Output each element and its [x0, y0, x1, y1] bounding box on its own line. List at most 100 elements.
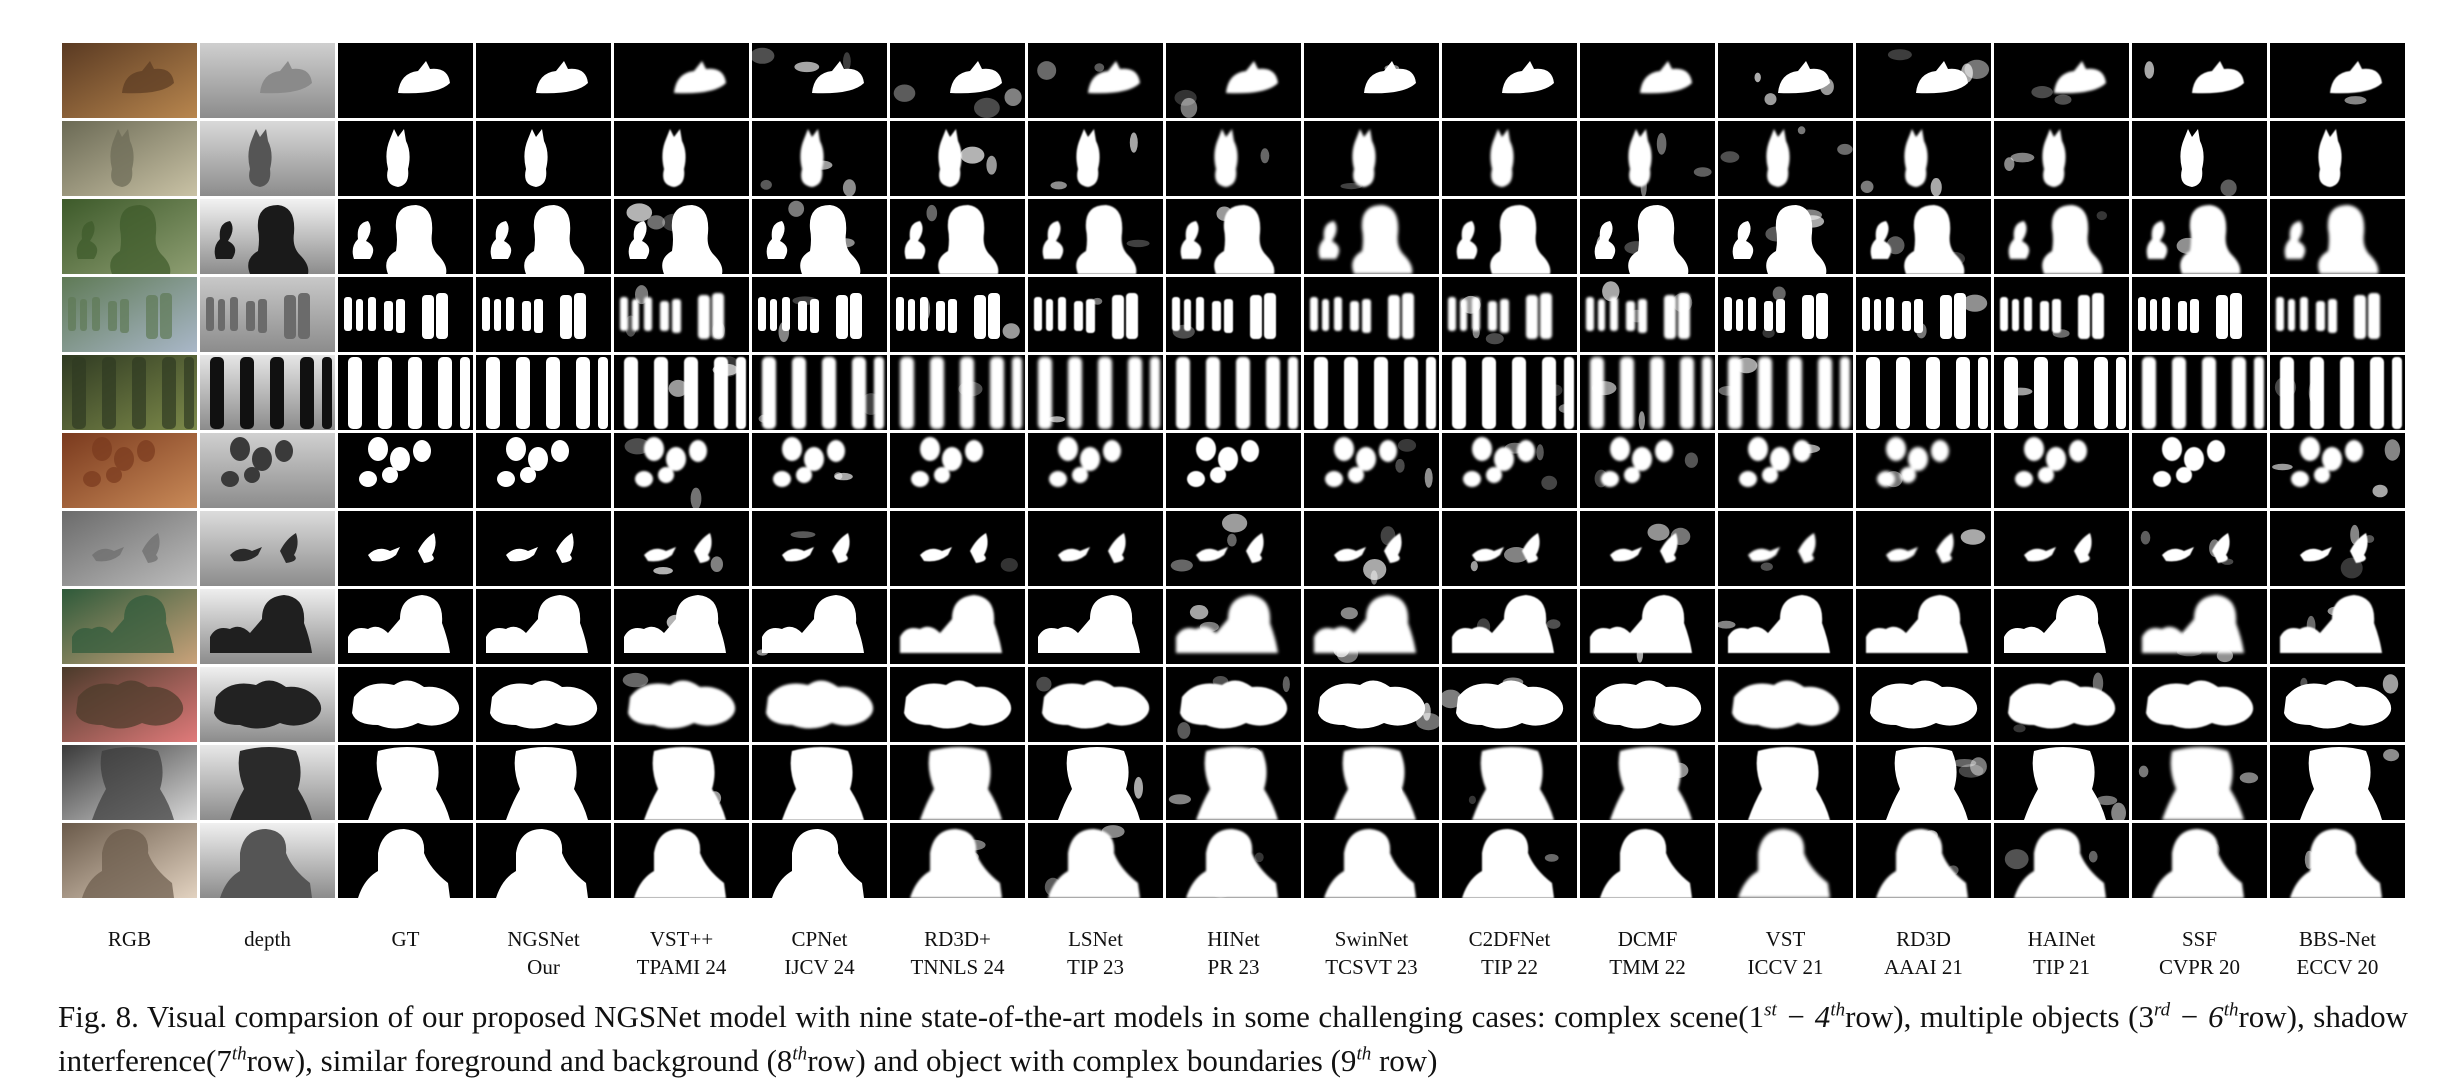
- saliency-map: [1304, 433, 1439, 508]
- saliency-map: [1580, 199, 1715, 274]
- saliency-map: [1580, 667, 1715, 742]
- saliency-map: [1856, 355, 1991, 430]
- column-label: VST++TPAMI 24: [614, 925, 749, 981]
- saliency-map: [2132, 277, 2267, 352]
- saliency-map: [1856, 589, 1991, 664]
- saliency-map: [1028, 823, 1163, 898]
- saliency-map: [1028, 589, 1163, 664]
- saliency-map: [1166, 277, 1301, 352]
- depth-map: [200, 511, 335, 586]
- saliency-map: [1718, 589, 1853, 664]
- saliency-map: [1442, 277, 1577, 352]
- method-name: HINet: [1207, 927, 1260, 951]
- saliency-map: [476, 199, 611, 274]
- saliency-map: [2132, 823, 2267, 898]
- caption-superscript: rd: [2153, 999, 2171, 1021]
- depth-map: [200, 43, 335, 118]
- method-name: NGSNet: [507, 927, 580, 951]
- rgb-image: [62, 511, 197, 586]
- saliency-map: [1580, 277, 1715, 352]
- saliency-map: [890, 277, 1025, 352]
- saliency-map: [752, 589, 887, 664]
- saliency-map: [1304, 199, 1439, 274]
- caption-math: − 6: [2170, 999, 2224, 1034]
- saliency-map: [476, 121, 611, 196]
- caption-superscript: th: [792, 1043, 808, 1065]
- caption-text: row), multiple objects (3: [1845, 999, 2154, 1034]
- depth-map: [200, 277, 335, 352]
- method-name: LSNet: [1068, 927, 1123, 951]
- saliency-map: [1166, 667, 1301, 742]
- method-venue: TNNLS 24: [910, 955, 1005, 979]
- comparison-grid: [62, 43, 2405, 898]
- saliency-map: [1580, 355, 1715, 430]
- saliency-map: [1718, 277, 1853, 352]
- figure-caption: Fig. 8. Visual comparsion of our propose…: [58, 995, 2408, 1083]
- saliency-map: [1442, 589, 1577, 664]
- method-name: depth: [244, 927, 291, 951]
- saliency-map: [1028, 355, 1163, 430]
- saliency-map: [1580, 823, 1715, 898]
- ground-truth-mask: [338, 745, 473, 820]
- saliency-map: [2270, 277, 2405, 352]
- caption-text: row): [1371, 1043, 1438, 1078]
- ground-truth-mask: [338, 121, 473, 196]
- method-name: VST++: [649, 927, 714, 951]
- method-venue: Our: [527, 955, 560, 979]
- ground-truth-mask: [338, 277, 473, 352]
- method-name: VST: [1765, 927, 1806, 951]
- depth-map: [200, 745, 335, 820]
- method-venue: TIP 23: [1067, 955, 1124, 979]
- saliency-map: [2270, 121, 2405, 196]
- saliency-map: [1994, 277, 2129, 352]
- saliency-map: [1028, 43, 1163, 118]
- saliency-map: [476, 823, 611, 898]
- saliency-map: [890, 199, 1025, 274]
- method-name: RGB: [107, 927, 152, 951]
- saliency-map: [2270, 511, 2405, 586]
- saliency-map: [1442, 433, 1577, 508]
- ground-truth-mask: [338, 199, 473, 274]
- saliency-map: [614, 43, 749, 118]
- rgb-image: [62, 43, 197, 118]
- saliency-map: [2132, 43, 2267, 118]
- saliency-map: [890, 43, 1025, 118]
- rgb-image: [62, 589, 197, 664]
- saliency-map: [1028, 277, 1163, 352]
- saliency-map: [1856, 667, 1991, 742]
- saliency-map: [2132, 667, 2267, 742]
- caption-superscript: th: [231, 1043, 247, 1065]
- saliency-map: [1028, 433, 1163, 508]
- saliency-map: [614, 121, 749, 196]
- rgb-image: [62, 823, 197, 898]
- caption-text: row), similar foreground and background …: [246, 1043, 793, 1078]
- saliency-map: [1166, 511, 1301, 586]
- column-label: depth: [200, 925, 335, 981]
- saliency-map: [890, 745, 1025, 820]
- saliency-map: [890, 511, 1025, 586]
- saliency-map: [614, 511, 749, 586]
- saliency-map: [890, 121, 1025, 196]
- saliency-map: [1304, 667, 1439, 742]
- rgb-image: [62, 121, 197, 196]
- saliency-map: [1304, 43, 1439, 118]
- saliency-map: [1856, 199, 1991, 274]
- saliency-map: [1028, 199, 1163, 274]
- saliency-map: [1580, 589, 1715, 664]
- method-name: GT: [391, 927, 420, 951]
- rgb-image: [62, 355, 197, 430]
- method-venue: TIP 21: [2033, 955, 2090, 979]
- saliency-map: [1994, 43, 2129, 118]
- saliency-map: [476, 589, 611, 664]
- method-name: CPNet: [791, 927, 848, 951]
- saliency-map: [752, 667, 887, 742]
- saliency-map: [1166, 355, 1301, 430]
- caption-superscript: th: [1356, 1043, 1372, 1065]
- saliency-map: [614, 589, 749, 664]
- method-name: RD3D: [1896, 927, 1951, 951]
- saliency-map: [1304, 277, 1439, 352]
- depth-map: [200, 589, 335, 664]
